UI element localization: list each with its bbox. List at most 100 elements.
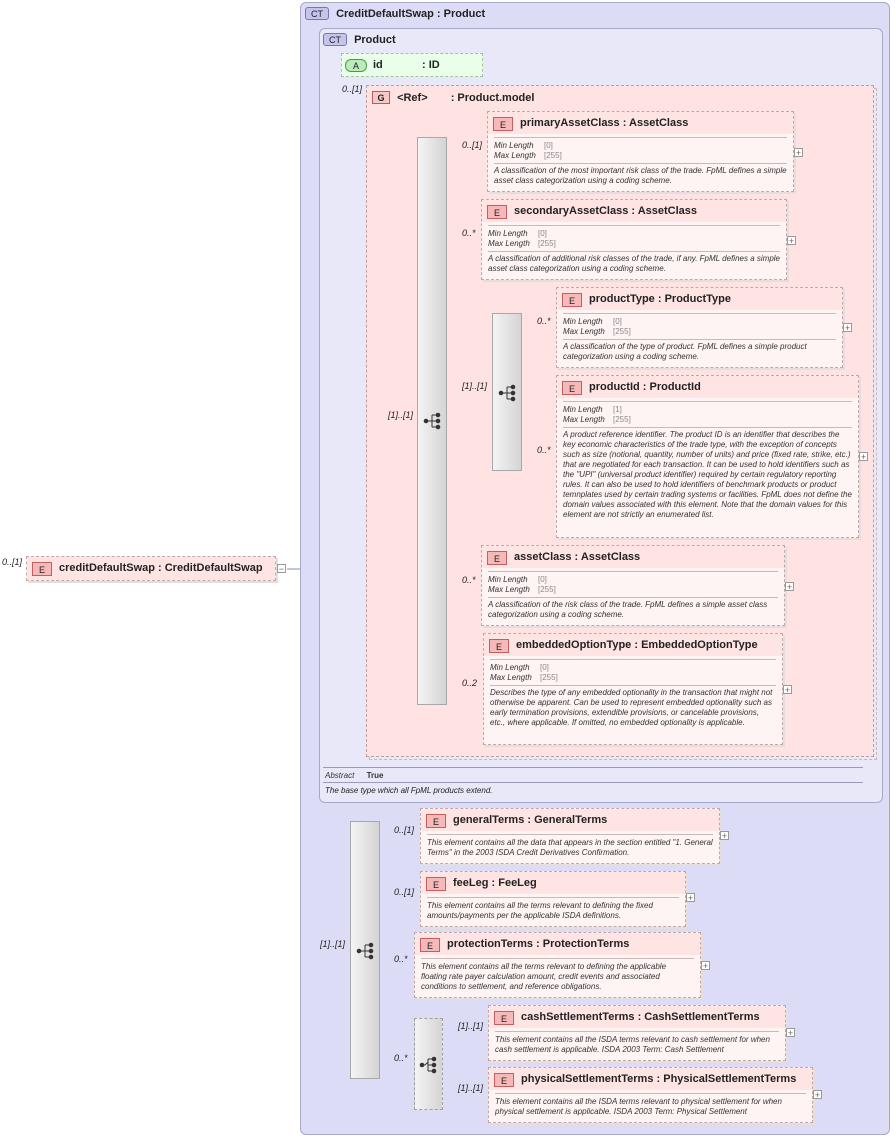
occurrence-product-type: 0..*: [537, 316, 551, 326]
element-physical-settlement-terms[interactable]: E physicalSettlementTerms : PhysicalSett…: [488, 1067, 813, 1123]
expand-icon[interactable]: +: [794, 148, 803, 158]
element-description: This element contains all the data that …: [427, 838, 713, 857]
collapse-icon[interactable]: −: [277, 564, 286, 574]
expand-icon[interactable]: +: [720, 831, 729, 841]
element-description: A product reference identifier. The prod…: [563, 430, 852, 519]
element-product-type[interactable]: E productType : ProductType Min Length[0…: [556, 287, 843, 368]
occurrence-asset-class: 0..*: [462, 575, 476, 585]
expand-icon[interactable]: +: [813, 1090, 822, 1100]
expand-icon[interactable]: +: [859, 452, 868, 462]
occurrence-physical-settlement: [1]..[1]: [458, 1083, 484, 1093]
choice-compositor-product[interactable]: [492, 313, 522, 471]
occurrence-cash-settlement: [1]..[1]: [458, 1021, 484, 1031]
occurrence-choice-2: 0..*: [394, 1053, 408, 1063]
sequence-icon: [356, 942, 374, 960]
element-description: This element contains all the ISDA terms…: [495, 1097, 782, 1116]
choice-icon: [498, 384, 516, 402]
occurrence-general-terms: 0..[1]: [394, 825, 415, 835]
choice-icon: [419, 1056, 437, 1074]
complex-type-outer-title: CreditDefaultSwap : Product: [336, 8, 486, 20]
element-description: This element contains all the terms rele…: [421, 962, 667, 991]
complex-type-inner-title: Product: [354, 34, 396, 46]
expand-icon[interactable]: +: [686, 893, 695, 903]
element-badge-icon: E: [562, 293, 582, 307]
element-badge-icon: E: [420, 938, 440, 952]
min-length-row: Min Length[1]: [563, 405, 622, 414]
occurrence-product-id: 0..*: [537, 445, 551, 455]
abstract-separator: [323, 767, 863, 768]
sequence-compositor-credit-default-swap[interactable]: [350, 821, 380, 1079]
complex-type-badge-icon: CT: [323, 33, 347, 46]
occurrence-secondary: 0..*: [462, 228, 476, 238]
occurrence-primary: 0..[1]: [462, 140, 483, 150]
attribute-type: : ID: [422, 59, 440, 71]
expand-icon[interactable]: +: [843, 323, 852, 333]
element-description: Describes the type of any embedded optio…: [490, 688, 773, 727]
element-title: secondaryAssetClass : AssetClass: [514, 205, 698, 217]
element-title: embeddedOptionType : EmbeddedOptionType: [516, 639, 758, 651]
abstract-row: Abstract True: [325, 771, 383, 780]
element-description: A classification of the risk class of th…: [488, 600, 768, 619]
element-badge-icon: E: [489, 639, 509, 653]
complex-type-badge-icon: CT: [305, 7, 329, 20]
element-badge-icon: E: [487, 205, 507, 219]
element-asset-class[interactable]: E assetClass : AssetClass Min Length[0] …: [481, 545, 785, 626]
element-secondary-asset-class[interactable]: E secondaryAssetClass : AssetClass Min L…: [481, 199, 787, 280]
min-length-row: Min Length[0]: [490, 663, 549, 672]
element-title: protectionTerms : ProtectionTerms: [447, 938, 630, 950]
group-ref-label: <Ref>: [397, 92, 428, 104]
abstract-label: Abstract: [325, 771, 355, 780]
group-type-label: : Product.model: [450, 92, 535, 104]
sequence-compositor-main[interactable]: [417, 137, 447, 705]
occurrence-sequence-main: [1]..[1]: [388, 410, 414, 420]
element-title: primaryAssetClass : AssetClass: [520, 117, 689, 129]
occurrence-choice-1: [1]..[1]: [462, 381, 488, 391]
element-fee-leg[interactable]: E feeLeg : FeeLeg This element contains …: [420, 871, 686, 927]
abstract-value: True: [366, 771, 384, 780]
max-length-row: Max Length[255]: [563, 415, 631, 424]
expand-icon[interactable]: +: [701, 961, 710, 971]
element-product-id[interactable]: E productId : ProductId Min Length[1] Ma…: [556, 375, 859, 538]
element-description: A classification of the type of product.…: [563, 342, 807, 361]
element-badge-icon: E: [562, 381, 582, 395]
expand-icon[interactable]: +: [787, 236, 796, 246]
min-length-row: Min Length[0]: [494, 141, 553, 150]
expand-icon[interactable]: +: [785, 582, 794, 592]
element-badge-icon: E: [493, 117, 513, 131]
element-embedded-option-type[interactable]: E embeddedOptionType : EmbeddedOptionTyp…: [483, 633, 783, 745]
element-primary-asset-class[interactable]: E primaryAssetClass : AssetClass Min Len…: [487, 111, 794, 192]
element-badge-icon: E: [426, 814, 446, 828]
occurrence-sequence-2: [1]..[1]: [320, 939, 346, 949]
element-badge-icon: E: [494, 1073, 514, 1087]
max-length-row: Max Length[255]: [494, 151, 562, 160]
element-cash-settlement-terms[interactable]: E cashSettlementTerms : CashSettlementTe…: [488, 1005, 786, 1061]
occurrence-embedded: 0..2: [462, 678, 478, 688]
description-separator: [323, 782, 863, 783]
expand-icon[interactable]: +: [786, 1028, 795, 1038]
element-badge-icon: E: [494, 1011, 514, 1025]
element-protection-terms[interactable]: E protectionTerms : ProtectionTerms This…: [414, 932, 701, 998]
element-badge-icon: E: [32, 562, 52, 576]
attribute-id[interactable]: A id : ID: [341, 53, 483, 77]
complex-type-inner-header: CT Product: [323, 33, 396, 46]
occurrence-protection-terms: 0..*: [394, 954, 408, 964]
element-title: creditDefaultSwap : CreditDefaultSwap: [59, 562, 263, 574]
element-general-terms[interactable]: E generalTerms : GeneralTerms This eleme…: [420, 808, 720, 864]
element-title: cashSettlementTerms : CashSettlementTerm…: [521, 1011, 760, 1023]
max-length-row: Max Length[255]: [488, 239, 556, 248]
element-description: This element contains all the terms rele…: [427, 901, 653, 920]
element-title: assetClass : AssetClass: [514, 551, 641, 563]
element-badge-icon: E: [426, 877, 446, 891]
sequence-icon: [423, 412, 441, 430]
occurrence-root: 0..[1]: [2, 557, 23, 567]
complex-type-outer-header: CT CreditDefaultSwap : Product: [305, 7, 485, 20]
element-credit-default-swap[interactable]: E creditDefaultSwap : CreditDefaultSwap: [26, 556, 276, 581]
attribute-badge-icon: A: [345, 59, 367, 72]
element-title: generalTerms : GeneralTerms: [453, 814, 608, 826]
expand-icon[interactable]: +: [783, 685, 792, 695]
group-badge-icon: G: [372, 91, 390, 104]
choice-compositor-settlement[interactable]: [414, 1018, 443, 1110]
element-title: productId : ProductId: [589, 381, 701, 393]
product-description: The base type which all FpML products ex…: [325, 786, 493, 795]
max-length-row: Max Length[255]: [490, 673, 558, 682]
